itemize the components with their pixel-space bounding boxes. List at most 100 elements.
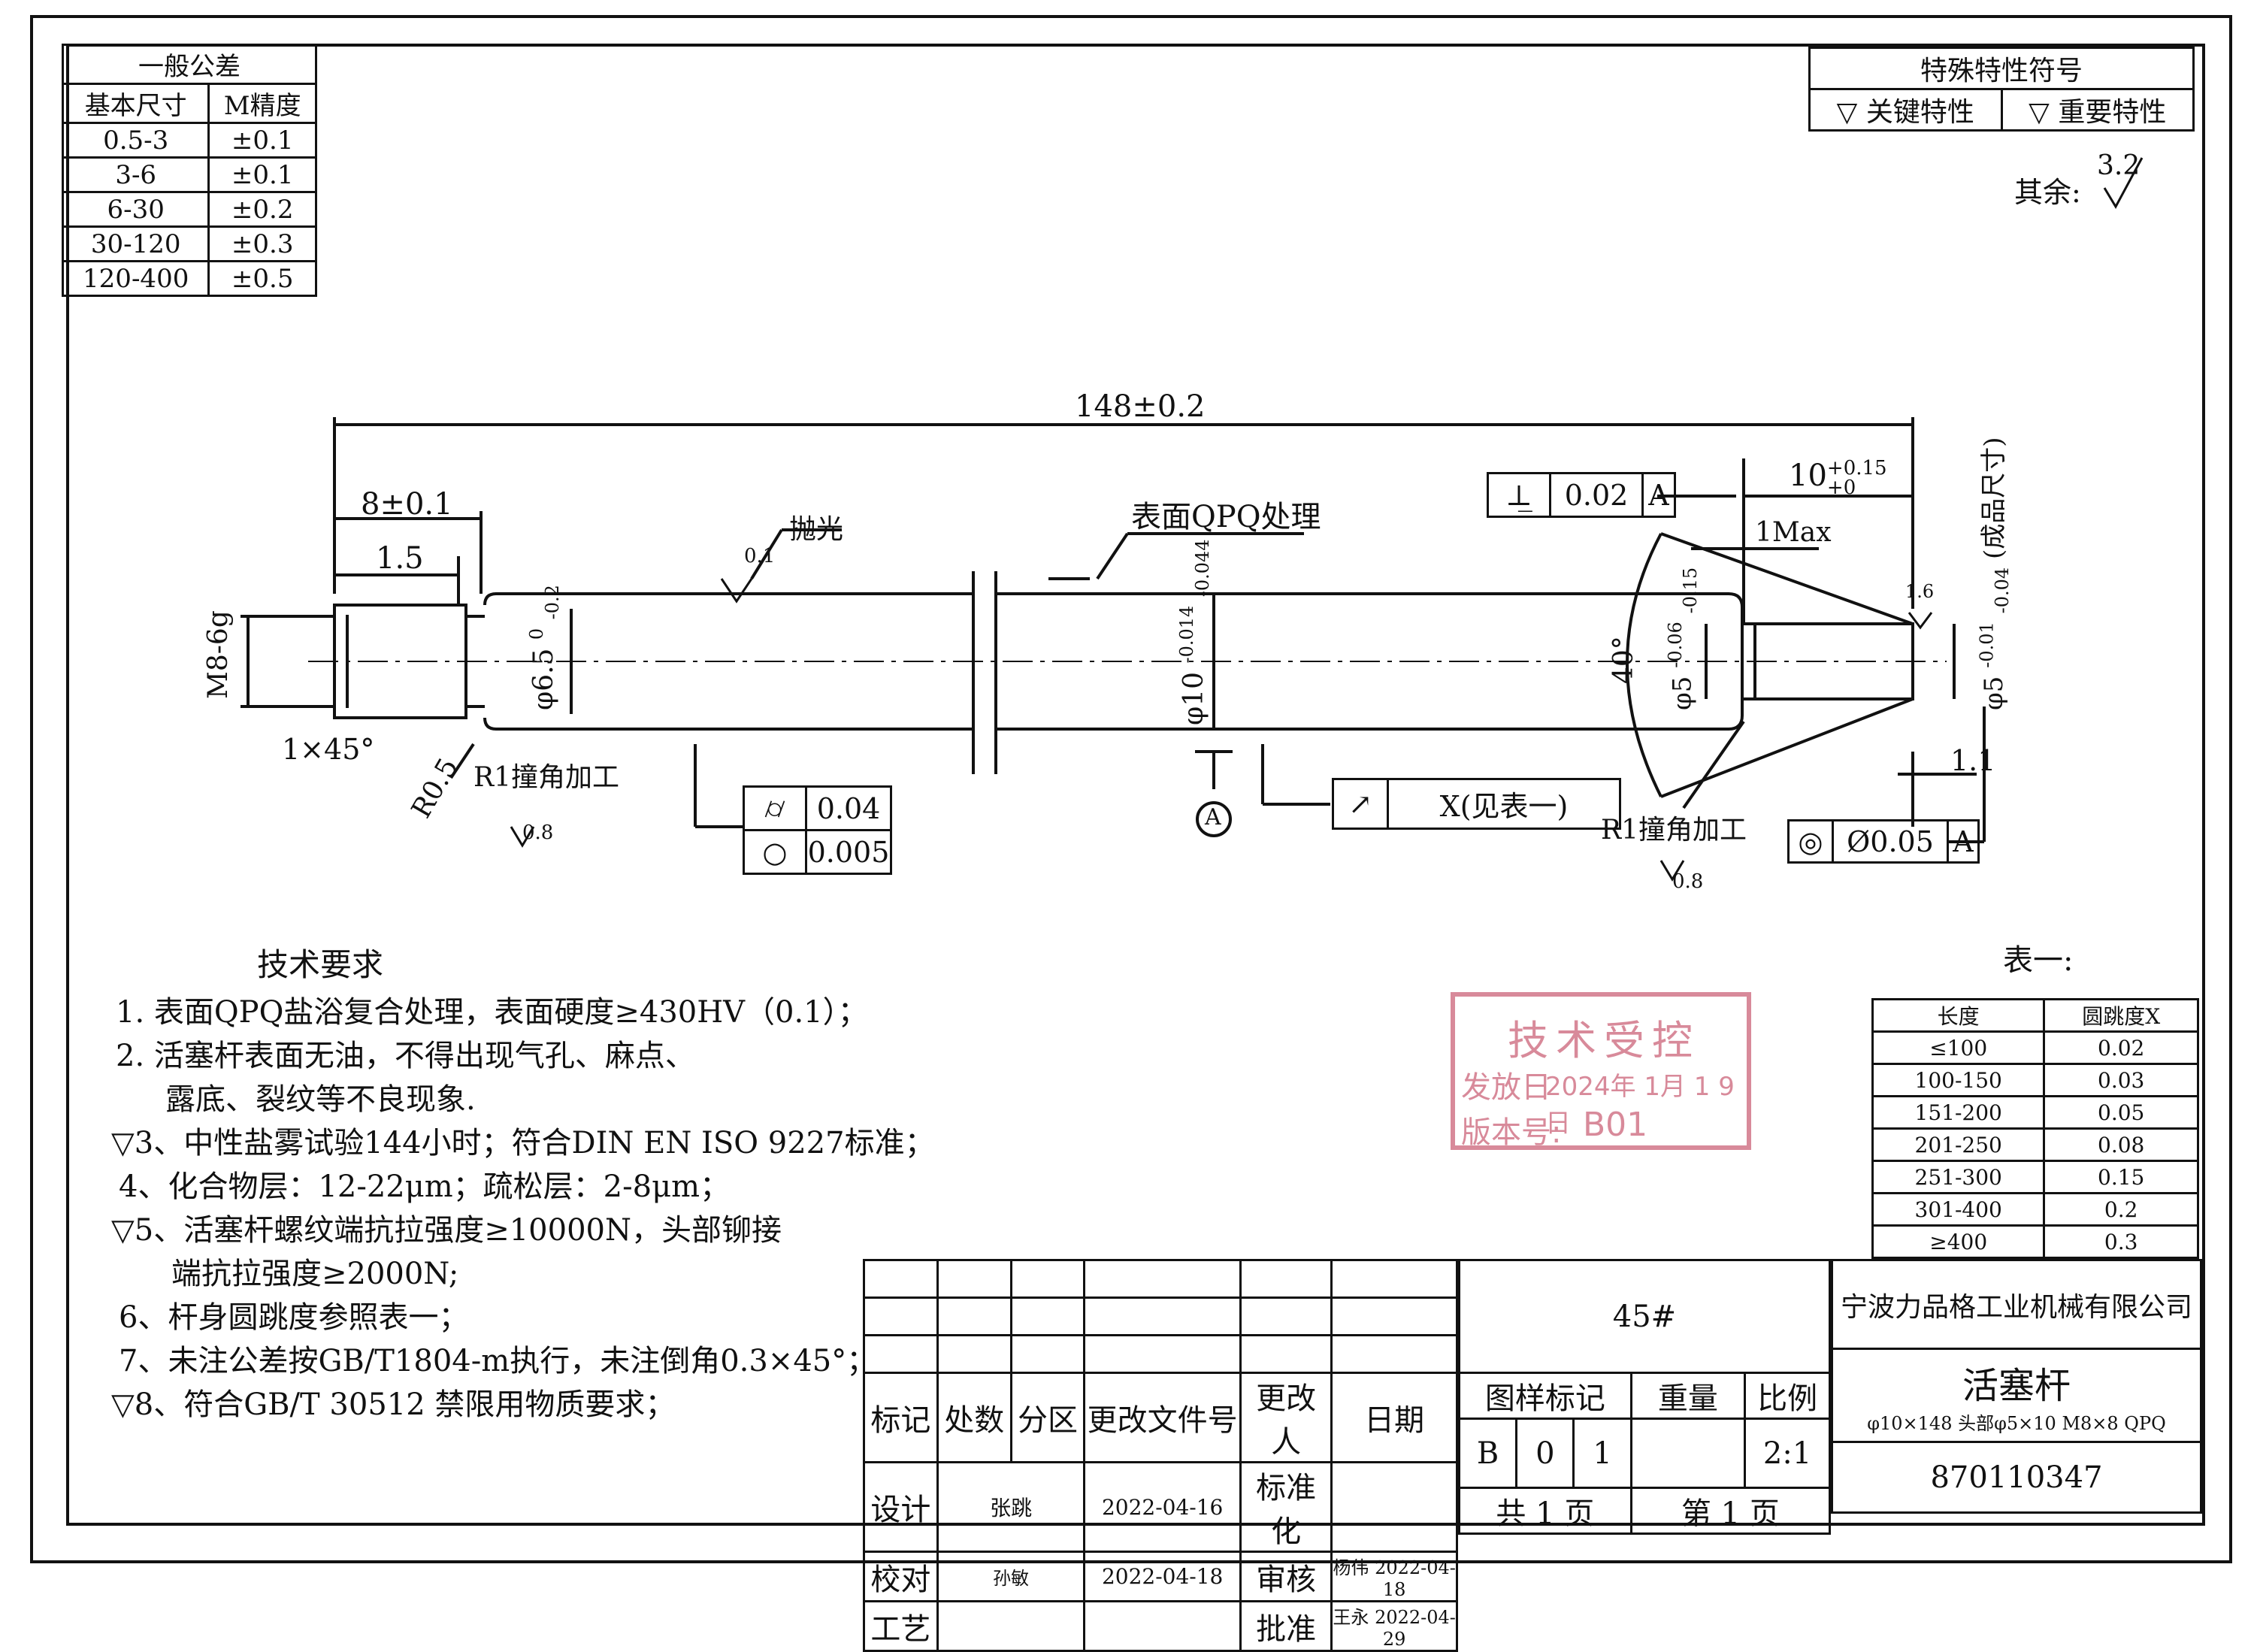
- r1-left-note: R1撞角加工: [473, 762, 620, 793]
- mark-1: 1: [1572, 1418, 1632, 1489]
- table1-cell: 201-250: [1871, 1127, 2046, 1162]
- tolerance-cell: 30-120: [61, 225, 210, 262]
- tip-diameter-dim: φ5 -0.01 -0.04 (成品尺寸): [1976, 437, 2013, 710]
- rev-header: 分区: [1009, 1372, 1086, 1463]
- mark-0: 0: [1515, 1418, 1575, 1489]
- table1-cell: 0.02: [2043, 1030, 2199, 1065]
- important-characteristic-icon: ▽: [111, 1387, 135, 1422]
- table1-cell: ≥400: [1871, 1224, 2046, 1259]
- table1-cell: 0.2: [2043, 1192, 2199, 1227]
- rev-header: 日期: [1330, 1372, 1458, 1463]
- approve-label: 批准: [1239, 1600, 1333, 1652]
- part-name: 活塞杆: [1962, 1365, 2071, 1407]
- requirement-item: ▽8、符合GB/T 30512 禁限用物质要求；: [111, 1387, 676, 1422]
- piston-rod-drawing: [241, 157, 2144, 882]
- chamfer-dim: 1×45°: [282, 733, 375, 766]
- company-block: 宁波力品格工业机械有限公司 活塞杆 φ10×148 头部φ5×10 M8×8 Q…: [1831, 1259, 2202, 1514]
- std-label: 标准化: [1239, 1461, 1333, 1553]
- revision-table: 标记 处数 分区 更改文件号 更改人 日期 设计 张跳 2022-04-16 标…: [863, 1259, 1458, 1652]
- scale-label: 比例: [1744, 1372, 1831, 1420]
- undercut-dim: 1.5: [376, 541, 424, 576]
- parallelism-icon: ⊥̲: [1487, 472, 1551, 518]
- check-label: 校对: [863, 1551, 939, 1602]
- tolerance-cell: ±0.2: [207, 191, 317, 228]
- table1-cell: 0.08: [2043, 1127, 2199, 1162]
- table1-cell: 100-150: [1871, 1063, 2046, 1097]
- requirement-item: ▽3、中性盐雾试验144小时；符合DIN EN ISO 9227标准；: [111, 1126, 935, 1160]
- tolerance-cell: 120-400: [61, 260, 210, 297]
- important-characteristic-icon: ▽: [2029, 97, 2050, 128]
- angle-dim: 40°: [1608, 636, 1639, 684]
- requirements-title: 技术要求: [257, 946, 384, 983]
- rev-header: 标记: [863, 1372, 939, 1463]
- table1-cell: 0.05: [2043, 1095, 2199, 1130]
- runout-frame: ↗ X(见表一): [1332, 778, 1621, 830]
- neck-diameter-dim: φ6.5 0 -0.2: [526, 585, 564, 710]
- tolerance-header-size: 基本尺寸: [61, 83, 210, 124]
- rev-header: 处数: [936, 1372, 1012, 1463]
- surface-treatment-note: 表面QPQ处理: [1131, 500, 1321, 534]
- thread-length-dim: 8±0.1: [361, 487, 453, 522]
- polish-note: 抛光: [789, 514, 844, 545]
- ra-tip: 1.6: [1905, 581, 1935, 602]
- requirement-item: 2. 活塞杆表面无油，不得出现气孔、麻点、: [116, 1039, 695, 1073]
- check-date: 2022-04-18: [1083, 1551, 1242, 1602]
- design-label: 设计: [863, 1461, 939, 1553]
- runout-icon: ↗: [1332, 778, 1389, 830]
- tolerance-cell: 0.5-3: [61, 122, 210, 159]
- requirement-item: 1. 表面QPQ盐浴复合处理，表面硬度≥430HV（0.1）；: [116, 995, 868, 1030]
- table1-cell: 0.03: [2043, 1063, 2199, 1097]
- company-name: 宁波力品格工业机械有限公司: [1831, 1259, 2202, 1350]
- head-length-dim: 10+0.15+0: [1789, 457, 1887, 499]
- tolerance-cell: 6-30: [61, 191, 210, 228]
- concentricity-frame: ◎ Ø0.05 A: [1787, 819, 1980, 864]
- body-diameter-dim: φ10 -0.014 -0.044: [1176, 539, 1214, 725]
- drawing-number: 870110347: [1831, 1441, 2202, 1514]
- mark-label: 图样标记: [1458, 1372, 1632, 1420]
- design-date: 2022-04-16: [1083, 1461, 1242, 1553]
- tolerance-cell: ±0.5: [207, 260, 317, 297]
- table1-cell: 301-400: [1871, 1192, 2046, 1227]
- material-block: 45# 图样标记 重量 比例 B 0 1 2:1 共 1 页 第 1 页: [1457, 1259, 1832, 1535]
- ra-right: 0.8: [1672, 870, 1704, 893]
- parallelism-frame: ⊥̲ 0.02 A: [1487, 472, 1676, 518]
- stamp-date-value: 2024年 1月 1 9日: [1545, 1072, 1735, 1139]
- max-note: 1Max: [1755, 517, 1832, 548]
- head-diameter-dim: φ5 -0.06 -0.15: [1665, 567, 1702, 710]
- review-signature: 杨伟: [1333, 1557, 1369, 1578]
- requirement-item: 4、化合物层：12-22μm；疏松层：2-8μm；: [119, 1169, 731, 1204]
- stamp-date-label: 发放日: [1461, 1070, 1551, 1105]
- requirement-item: 端抗拉强度≥2000N;: [171, 1257, 459, 1291]
- check-signature: 孙敏: [936, 1551, 1086, 1602]
- weight-label: 重量: [1629, 1372, 1747, 1420]
- table1-cell: 151-200: [1871, 1095, 2046, 1130]
- form-tolerance-frame: ⌭ 0.04 ○ 0.005: [743, 785, 892, 875]
- important-characteristic-label: 重要特性: [2058, 97, 2167, 128]
- table1-header-length: 长度: [1871, 998, 2046, 1033]
- tolerance-cell: ±0.1: [207, 122, 317, 159]
- stamp-version-label: 版本号:: [1461, 1115, 1562, 1150]
- cylindricity-icon: ⌭: [743, 785, 807, 831]
- material: 45#: [1458, 1259, 1831, 1374]
- requirement-item: 7、未注公差按GB/T1804-m执行，未注倒角0.3×45°；: [119, 1344, 877, 1378]
- requirement-item: 露底、裂纹等不良现象.: [165, 1082, 476, 1117]
- key-characteristic-label: 关键特性: [1865, 97, 1974, 128]
- part-spec: φ10×148 头部φ5×10 M8×8 QPQ: [1867, 1413, 2166, 1434]
- requirements-list: 1. 表面QPQ盐浴复合处理，表面硬度≥430HV（0.1）； 2. 活塞杆表面…: [111, 991, 935, 1427]
- rev-header: 更改文件号: [1083, 1372, 1242, 1463]
- table1-cell: ≤100: [1871, 1030, 2046, 1065]
- scale-value: 2:1: [1744, 1418, 1831, 1489]
- ra-left: 0.8: [522, 821, 554, 844]
- r1-right-note: R1撞角加工: [1601, 815, 1747, 846]
- datum-a-label: A: [1205, 804, 1221, 831]
- key-characteristic-icon: ▽: [111, 1213, 135, 1248]
- review-date: 2022-04-18: [1375, 1557, 1456, 1600]
- control-stamp: 技术受控 发放日 2024年 1月 1 9日 版本号: B01: [1451, 992, 1751, 1150]
- table1-cell: 0.3: [2043, 1224, 2199, 1259]
- approve-date: 2022-04-29: [1375, 1607, 1456, 1650]
- rev-header: 更改人: [1239, 1372, 1333, 1463]
- approve-signature: 王永: [1333, 1607, 1369, 1628]
- concentricity-icon: ◎: [1787, 819, 1834, 864]
- tolerance-header-grade: M精度: [207, 83, 317, 124]
